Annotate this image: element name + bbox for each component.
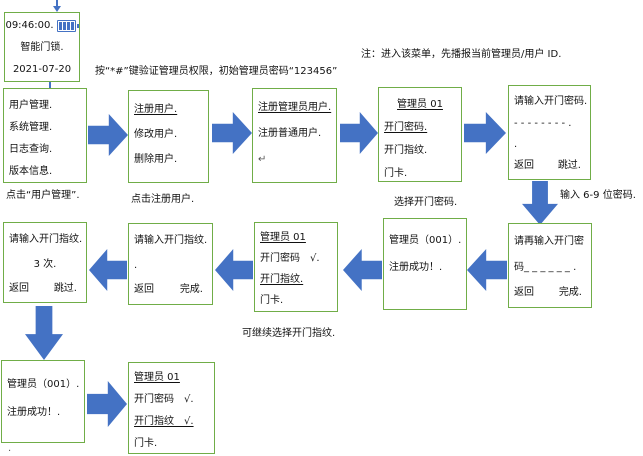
- arrow-success2-to-adminmenu3: [87, 381, 127, 427]
- menu-item-checked: 开门密码 √.: [260, 253, 320, 264]
- back-label: 返回: [514, 160, 534, 171]
- admin-header: 管理员 01: [260, 232, 306, 243]
- menu-item: 修改用户.: [134, 129, 178, 140]
- screen-clock: 09:46:00. 智能门锁. 2021-07-20: [4, 12, 80, 82]
- screen-register-menu: 注册管理员用户. 注册普通用户. ↵: [252, 88, 337, 183]
- caption-select-pwd: 选择开门密码.: [394, 197, 458, 208]
- admin-id-text: 管理员（001）.: [7, 379, 80, 390]
- arrow-fpconfirm-to-fpentry: [89, 249, 127, 291]
- menu-item: 系统管理.: [9, 122, 53, 133]
- stray-paragraph-mark: .: [8, 443, 12, 454]
- menu-item: 开门指纹.: [384, 145, 428, 156]
- caption-continue-fp: 可继续选择开门指纹.: [242, 328, 336, 339]
- note-verify-admin: 按“*#”键验证管理员权限，初始管理员密码“123456”: [95, 66, 338, 77]
- battery-icon: [56, 20, 79, 32]
- menu-item: 门卡.: [384, 168, 408, 179]
- pwd-placeholder: - - - - - - - - .: [514, 118, 572, 129]
- arrow-adminmenu-to-pwdentry: [464, 112, 506, 154]
- return-mark: ↵: [258, 154, 267, 165]
- menu-item: 注册普通用户.: [258, 128, 322, 139]
- blank-line: .: [514, 139, 518, 150]
- arrow-success-to-adminmenu2: [343, 249, 382, 291]
- arrow-mainmenu-to-usermenu: [88, 114, 128, 156]
- caption-pwd-length: 输入 6-9 位密码.: [560, 190, 636, 201]
- menu-item: 版本信息.: [9, 166, 53, 177]
- arrow-registermenu-to-adminmenu: [340, 112, 378, 154]
- menu-item-selected: 开门指纹.: [260, 274, 304, 285]
- arrow-adminmenu2-to-fpconfirm: [215, 249, 253, 291]
- entry-line: [56, 0, 58, 8]
- blank-line: .: [134, 260, 138, 271]
- skip-label: 跳过.: [557, 160, 581, 171]
- prompt-text: 请输入开门密码.: [514, 96, 588, 107]
- menu-item-checked: 开门密码 √.: [134, 394, 194, 405]
- arrow-pwdentry-down: [522, 181, 558, 225]
- clock-date: 2021-07-20: [12, 64, 72, 75]
- note-menu-broadcast: 注：进入该菜单，先播报当前管理员/用户 ID.: [361, 49, 562, 60]
- connector-clock-menu: [49, 82, 51, 88]
- menu-item-selected: 注册管理员用户.: [258, 102, 332, 113]
- menu-item-checked-selected: 开门指纹 √.: [134, 416, 194, 427]
- prompt-text: 请输入开门指纹.: [134, 235, 208, 246]
- success-text: 注册成功！.: [389, 262, 443, 273]
- admin-id-text: 管理员（001）.: [389, 235, 462, 246]
- arrow-pwdconfirm-to-success: [467, 249, 507, 291]
- screen-admin-menu-1: 管理员 01 开门密码. 开门指纹. 门卡.: [378, 87, 462, 182]
- screen-user-menu: 注册用户. 修改用户. 删除用户.: [128, 90, 209, 183]
- success-text: 注册成功！.: [7, 407, 61, 418]
- done-label: 完成.: [179, 284, 203, 295]
- menu-item-selected: 开门密码.: [384, 122, 428, 133]
- screen-pwd-confirm: 请再输入开门密 码_ _ _ _ _ _ . 返回 完成.: [508, 223, 592, 308]
- screen-admin-menu-3: 管理员 01 开门密码 √. 开门指纹 √. 门卡.: [128, 362, 215, 454]
- screen-fp-confirm: 请输入开门指纹. . 返回 完成.: [128, 223, 213, 305]
- menu-item-selected: 注册用户.: [134, 104, 178, 115]
- count-text: 3 次.: [33, 259, 57, 270]
- entry-arrowhead-icon: [52, 6, 61, 12]
- admin-header: 管理员 01: [134, 372, 180, 383]
- admin-header: 管理员 01: [397, 99, 443, 110]
- back-label: 返回: [134, 284, 154, 295]
- menu-item: 日志查询.: [9, 144, 53, 155]
- screen-pwd-entry: 请输入开门密码. - - - - - - - - . . 返回 跳过.: [508, 85, 591, 180]
- menu-item: 门卡.: [134, 438, 158, 449]
- back-label: 返回: [9, 283, 29, 294]
- caption-click-user-mgmt: 点击“用户管理”.: [6, 190, 80, 201]
- arrow-fpentry-down: [25, 306, 63, 360]
- screen-admin-menu-2: 管理员 01 开门密码 √. 开门指纹. 门卡.: [254, 222, 338, 312]
- skip-label: 跳过.: [53, 283, 77, 294]
- clock-time: 09:46:00.: [5, 20, 54, 31]
- arrow-usermenu-to-registermenu: [212, 112, 252, 154]
- back-label: 返回: [514, 287, 534, 298]
- screen-success-1: 管理员（001）. 注册成功！.: [383, 218, 467, 310]
- screen-success-2: 管理员（001）. 注册成功！.: [1, 360, 85, 443]
- menu-item: 用户管理.: [9, 100, 53, 111]
- prompt-text: 请输入开门指纹.: [9, 234, 83, 245]
- pwd-placeholder: 码_ _ _ _ _ _ .: [514, 262, 577, 273]
- device-title: 智能门锁.: [20, 42, 64, 53]
- done-label: 完成.: [558, 287, 582, 298]
- screen-main-menu: 用户管理. 系统管理. 日志查询. 版本信息.: [3, 88, 87, 183]
- prompt-text: 请再输入开门密: [514, 236, 584, 247]
- screen-fp-entry: 请输入开门指纹. 3 次. 返回 跳过.: [3, 222, 87, 303]
- menu-item: 门卡.: [260, 295, 284, 306]
- caption-click-register: 点击注册用户.: [131, 194, 195, 205]
- menu-item: 删除用户.: [134, 154, 178, 165]
